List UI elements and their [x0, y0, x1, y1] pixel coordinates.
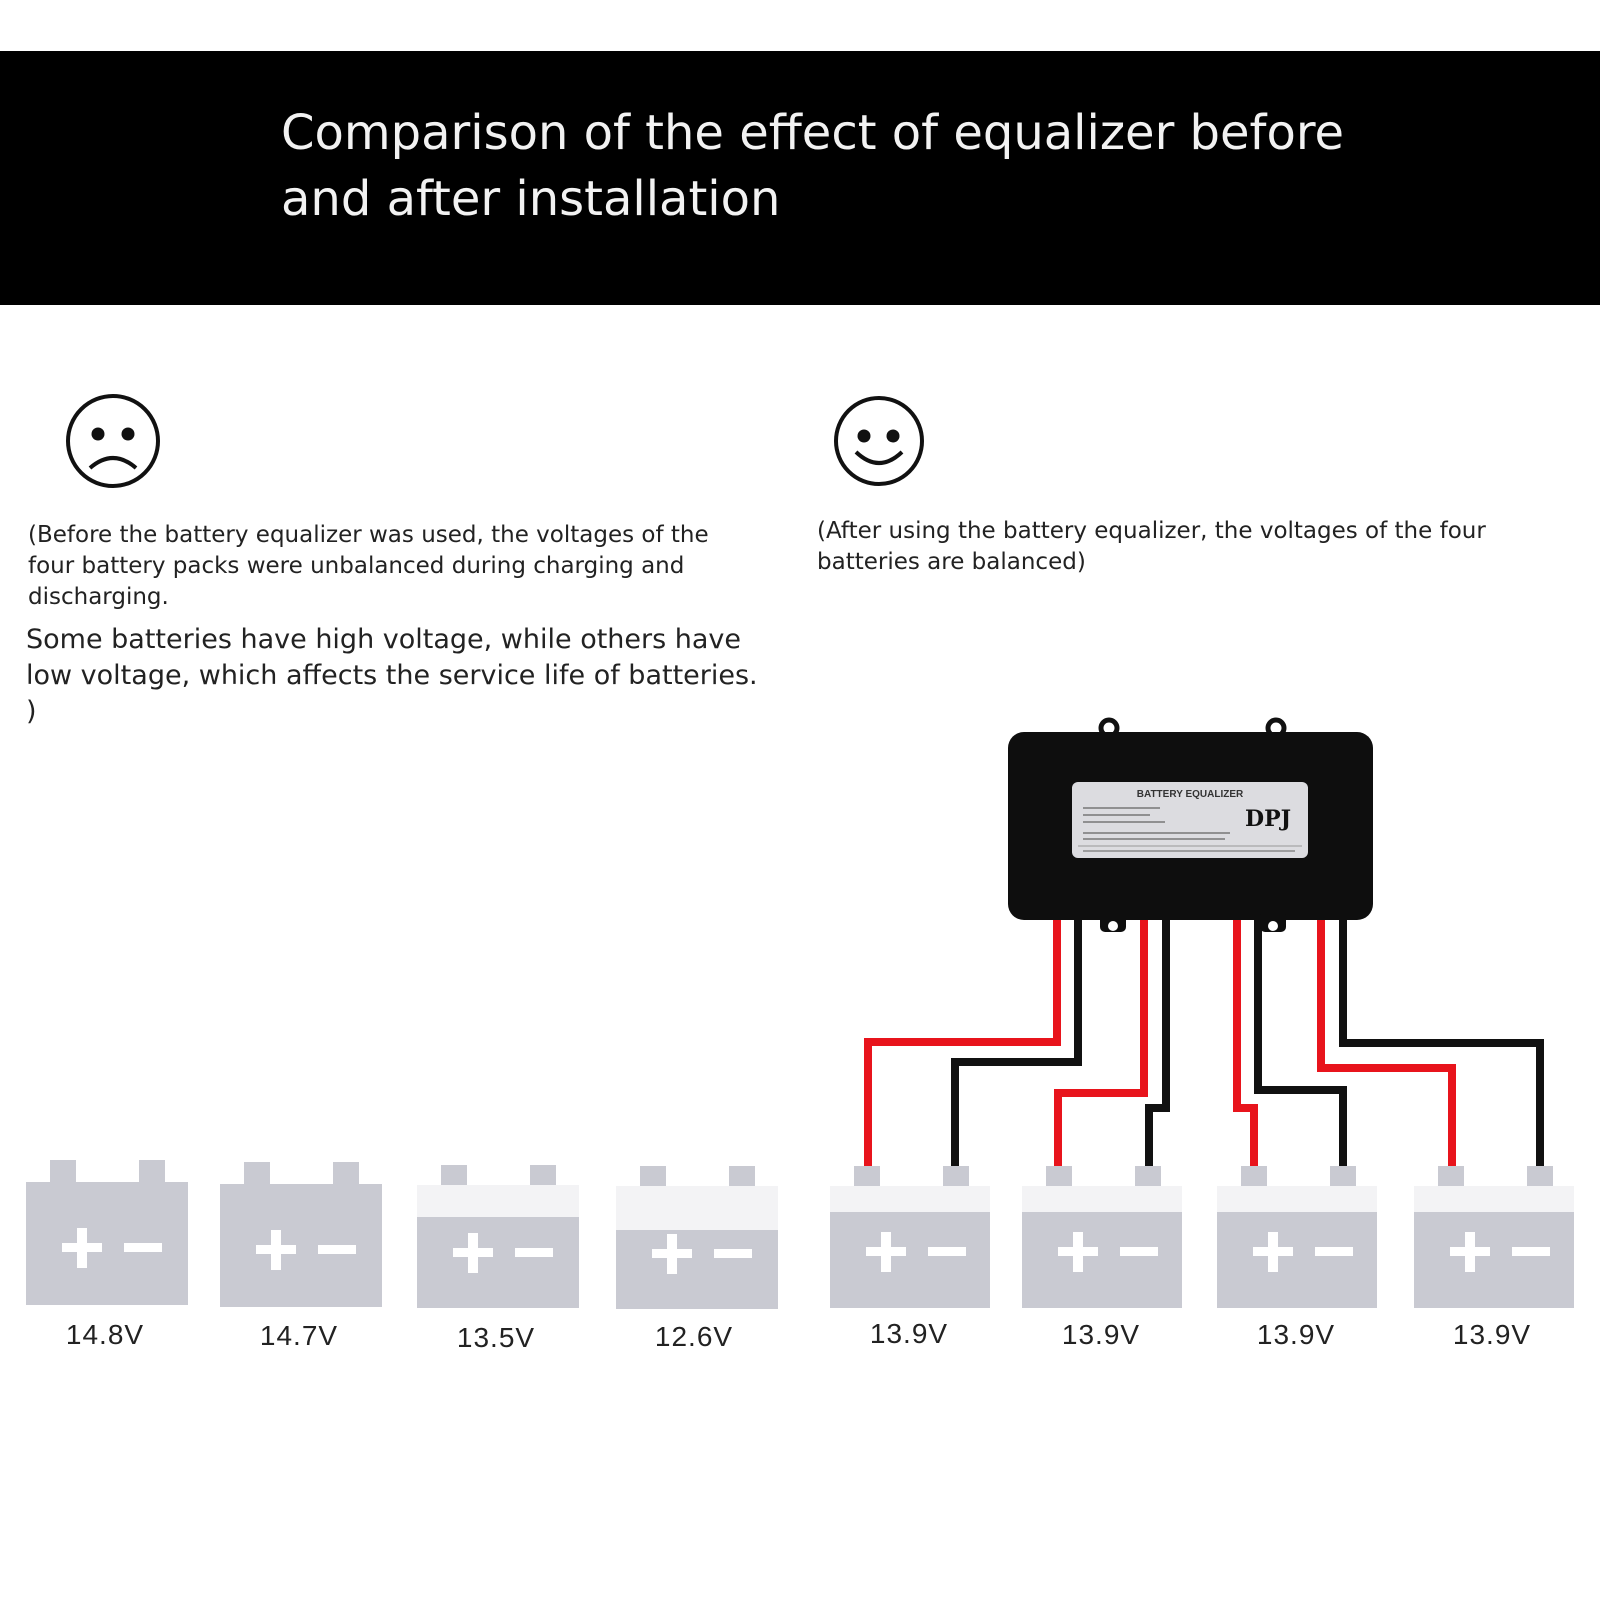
after-caption: (After using the battery equalizer, the …: [817, 518, 1486, 575]
wiring: [864, 918, 1544, 1170]
header-banner: [0, 51, 1600, 305]
voltage-label: 13.5V: [457, 1322, 535, 1353]
wire-positive-4: [1317, 918, 1456, 1170]
battery: [417, 1165, 579, 1308]
battery-equalizer-device: BATTERY EQUALIZER DPJ: [1008, 717, 1373, 932]
before-caption: (Before the battery equalizer was used, …: [28, 522, 709, 610]
voltage-label: 13.9V: [1257, 1319, 1335, 1350]
battery: [1217, 1166, 1377, 1308]
wire-positive-3: [1233, 918, 1258, 1170]
battery: [616, 1166, 778, 1309]
battery: [1414, 1166, 1574, 1308]
wire-negative-2: [1145, 918, 1170, 1170]
battery: [26, 1160, 188, 1305]
wire-positive-1: [864, 918, 1061, 1170]
wire-negative-4: [1339, 918, 1544, 1170]
before-batteries: [26, 1160, 778, 1309]
voltage-label: 13.9V: [1453, 1319, 1531, 1350]
wire-negative-3: [1254, 918, 1347, 1170]
after-batteries: [830, 1166, 1574, 1308]
sad-face-icon: [66, 394, 160, 488]
voltage-label: 13.9V: [870, 1318, 948, 1349]
page-title: Comparison of the effect of equalizer be…: [281, 105, 1345, 227]
before-caption-continued: Some batteries have high voltage, while …: [26, 624, 758, 727]
voltage-labels: 14.8V 14.7V 13.5V 12.6V 13.9V 13.9V 13.9…: [66, 1318, 1531, 1353]
voltage-label: 14.7V: [260, 1320, 338, 1351]
voltage-label: 13.9V: [1062, 1319, 1140, 1350]
wire-positive-2: [1054, 918, 1148, 1170]
battery: [1022, 1166, 1182, 1308]
voltage-label: 12.6V: [655, 1321, 733, 1352]
battery: [220, 1162, 382, 1307]
device-brand: DPJ: [1245, 806, 1291, 832]
voltage-label: 14.8V: [66, 1319, 144, 1350]
happy-face-icon: [834, 396, 924, 486]
battery: [830, 1166, 990, 1308]
wire-negative-1: [951, 918, 1082, 1170]
device-label-title: BATTERY EQUALIZER: [1137, 789, 1244, 800]
